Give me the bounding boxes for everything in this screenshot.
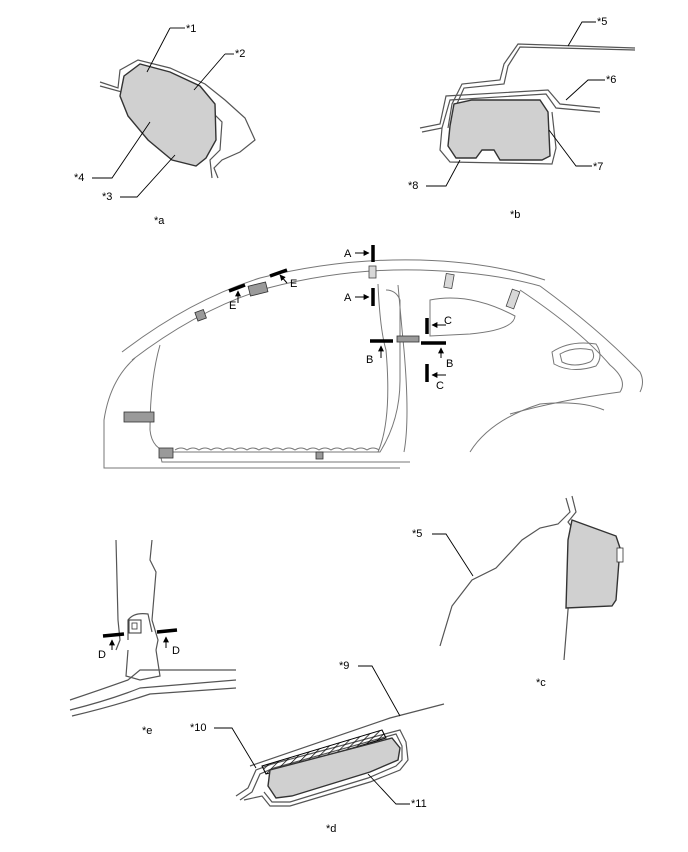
callout-9: *9: [339, 660, 349, 672]
roof-outer: [121, 259, 546, 353]
pad-marker-sill-front: [158, 447, 174, 459]
section-d-cut-left: [102, 632, 125, 638]
callout-leader-7: [548, 129, 592, 167]
view-b-panel-outline2: [421, 93, 601, 133]
caption-e: *e: [142, 725, 152, 737]
view-e-clip-inner: [131, 622, 138, 630]
rear-deck: [539, 285, 643, 393]
view-d: *9 *10 *11 *d: [190, 660, 445, 835]
callout-2: *2: [235, 48, 245, 60]
view-e-joint: [125, 649, 161, 681]
view-a-panel-outer: [99, 59, 256, 179]
b-pillar-front: [377, 283, 389, 453]
view-b-panel-lower: [439, 111, 557, 165]
caption-c: *c: [536, 677, 546, 689]
view-b: *5 *6 *7 *8 *b: [408, 16, 636, 221]
view-b-panel-upper: [447, 43, 636, 129]
view-c-silencer-pad: [565, 519, 621, 609]
section-label-a-top: A: [344, 248, 352, 260]
rocker-sill: [159, 453, 410, 463]
view-e-pillar-left: [115, 539, 121, 651]
callout-leader-3: [120, 154, 176, 198]
callout-leader-5: [567, 21, 596, 47]
callout-leader-8: [426, 159, 461, 187]
view-b-panel-upper2: [455, 46, 636, 107]
callout-leader-4: [92, 121, 151, 179]
caption-b: *b: [510, 209, 520, 221]
view-c: *5 *c: [412, 495, 624, 689]
front-door-opening: [149, 289, 401, 453]
callout-8: *8: [408, 180, 418, 192]
view-c-panel: [439, 497, 571, 647]
view-d-inner-panel: [235, 729, 409, 807]
pad-marker-roof-a: [368, 265, 377, 279]
callout-7: *7: [593, 161, 603, 173]
section-label-c-bottom: C: [436, 380, 444, 392]
callout-5-top: *5: [597, 16, 607, 28]
section-d-cut-right: [156, 628, 178, 634]
callout-5-bottom: *5: [412, 528, 422, 540]
section-label-d-right: D: [172, 645, 180, 657]
section-e-arrow-right: [279, 274, 288, 284]
view-a: *1 *2 *4 *3 *a: [74, 23, 256, 227]
roof-inner: [131, 269, 541, 361]
b-pillar-rear: [397, 284, 408, 453]
view-b-panel-outline: [419, 89, 601, 129]
view-d-hatched-foam: [261, 729, 387, 775]
caption-a: *a: [154, 215, 165, 227]
callout-6: *6: [606, 74, 616, 86]
view-e-base-outer: [69, 669, 236, 701]
pad-marker-b-pillar: [396, 335, 420, 343]
callout-leader-2: [193, 53, 226, 91]
tail-light-opening: [551, 342, 601, 370]
section-label-e-right: E: [290, 278, 297, 290]
pad-marker-roof-rear: [443, 272, 455, 290]
rear-wheel-arch: [469, 402, 605, 453]
vehicle-side-view: A A E E B B C C: [103, 245, 643, 469]
pad-marker-sill-rear: [315, 451, 324, 460]
callout-leader-5b: [432, 533, 474, 577]
section-label-b-left: B: [366, 354, 373, 366]
section-label-a-bottom: A: [344, 292, 352, 304]
section-e-cut-left: [228, 283, 246, 293]
section-label-b-right: B: [446, 358, 453, 370]
caption-d: *d: [326, 823, 336, 835]
pad-marker-roof-front: [194, 309, 207, 322]
rear-window: [429, 297, 516, 337]
view-e-pillar-right: [149, 539, 159, 651]
section-label-e-left: E: [229, 300, 236, 312]
pad-marker-front: [123, 411, 155, 423]
callout-11: *11: [411, 798, 427, 810]
callout-4: *4: [74, 172, 84, 184]
a-pillar: [103, 357, 400, 469]
view-a-silencer-pad: [119, 63, 217, 167]
callout-leader-10: [214, 727, 257, 769]
view-d-inner-panel-2: [239, 733, 403, 803]
view-e-pillar-inner: [127, 613, 153, 640]
callout-10: *10: [190, 722, 207, 734]
view-d-roof-panel: [249, 703, 445, 767]
section-e-cut-right: [269, 268, 288, 278]
callout-leader-9: [358, 665, 401, 717]
callout-leader-11: [367, 773, 410, 805]
rear-quarter: [509, 289, 623, 415]
tail-light-inner: [559, 348, 595, 366]
section-label-d-left: D: [98, 649, 106, 661]
sill-bumps: [174, 447, 380, 451]
callout-leader-6: [565, 79, 605, 101]
callout-1: *1: [186, 23, 196, 35]
view-d-silencer-pad: [267, 737, 401, 799]
view-c-clip: [616, 547, 624, 563]
view-b-silencer-pad: [447, 99, 551, 161]
view-e-base-inner: [71, 687, 237, 717]
callout-leader-1: [146, 27, 171, 73]
section-label-c-top: C: [444, 315, 452, 327]
view-e: D D *e: [69, 539, 237, 737]
pad-marker-c-pillar: [505, 288, 521, 310]
pad-marker-roof-e: [247, 281, 269, 297]
view-e-base-mid: [69, 679, 237, 711]
callout-3: *3: [102, 191, 112, 203]
